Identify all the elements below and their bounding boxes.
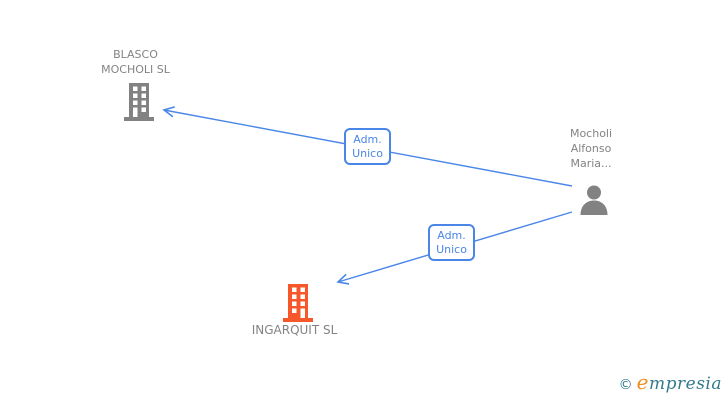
company-name-line: MOCHOLI SL <box>101 63 170 76</box>
node-blasco-mocholi-icon[interactable] <box>122 81 156 125</box>
person-name-line: Alfonso <box>570 142 612 155</box>
brand-letter-e: e <box>636 370 649 394</box>
building-icon <box>124 83 154 121</box>
person-name-line: Mocholi <box>569 127 613 140</box>
node-person-mocholi-alfonso-icon[interactable] <box>577 185 611 219</box>
copyright-icon: © <box>618 377 633 393</box>
brand-text: empresia <box>637 370 722 394</box>
edge-label-line: Adm. <box>353 132 382 146</box>
edge-label-adm-unico-blasco: Adm. Unico <box>344 128 391 165</box>
edge-label-line: Unico <box>436 242 467 256</box>
brand-rest: mpresia <box>649 374 722 394</box>
company-name-line: BLASCO <box>113 48 158 61</box>
edge-label-line: Unico <box>352 146 383 160</box>
node-person-mocholi-alfonso-label[interactable]: Mocholi Alfonso Maria... <box>541 126 641 171</box>
node-blasco-mocholi-label[interactable]: BLASCO MOCHOLI SL <box>63 47 208 77</box>
edge-label-adm-unico-ingarquit: Adm. Unico <box>428 224 475 261</box>
node-ingarquit-icon[interactable] <box>281 282 315 326</box>
person-icon <box>580 185 608 215</box>
person-name-line: Maria... <box>570 157 612 170</box>
node-ingarquit-label[interactable]: INGARQUIT SL <box>222 323 367 338</box>
empresia-logo: © empresia <box>619 370 722 394</box>
building-icon <box>283 284 313 322</box>
edge-label-line: Adm. <box>437 228 466 242</box>
company-name: INGARQUIT SL <box>251 323 338 337</box>
